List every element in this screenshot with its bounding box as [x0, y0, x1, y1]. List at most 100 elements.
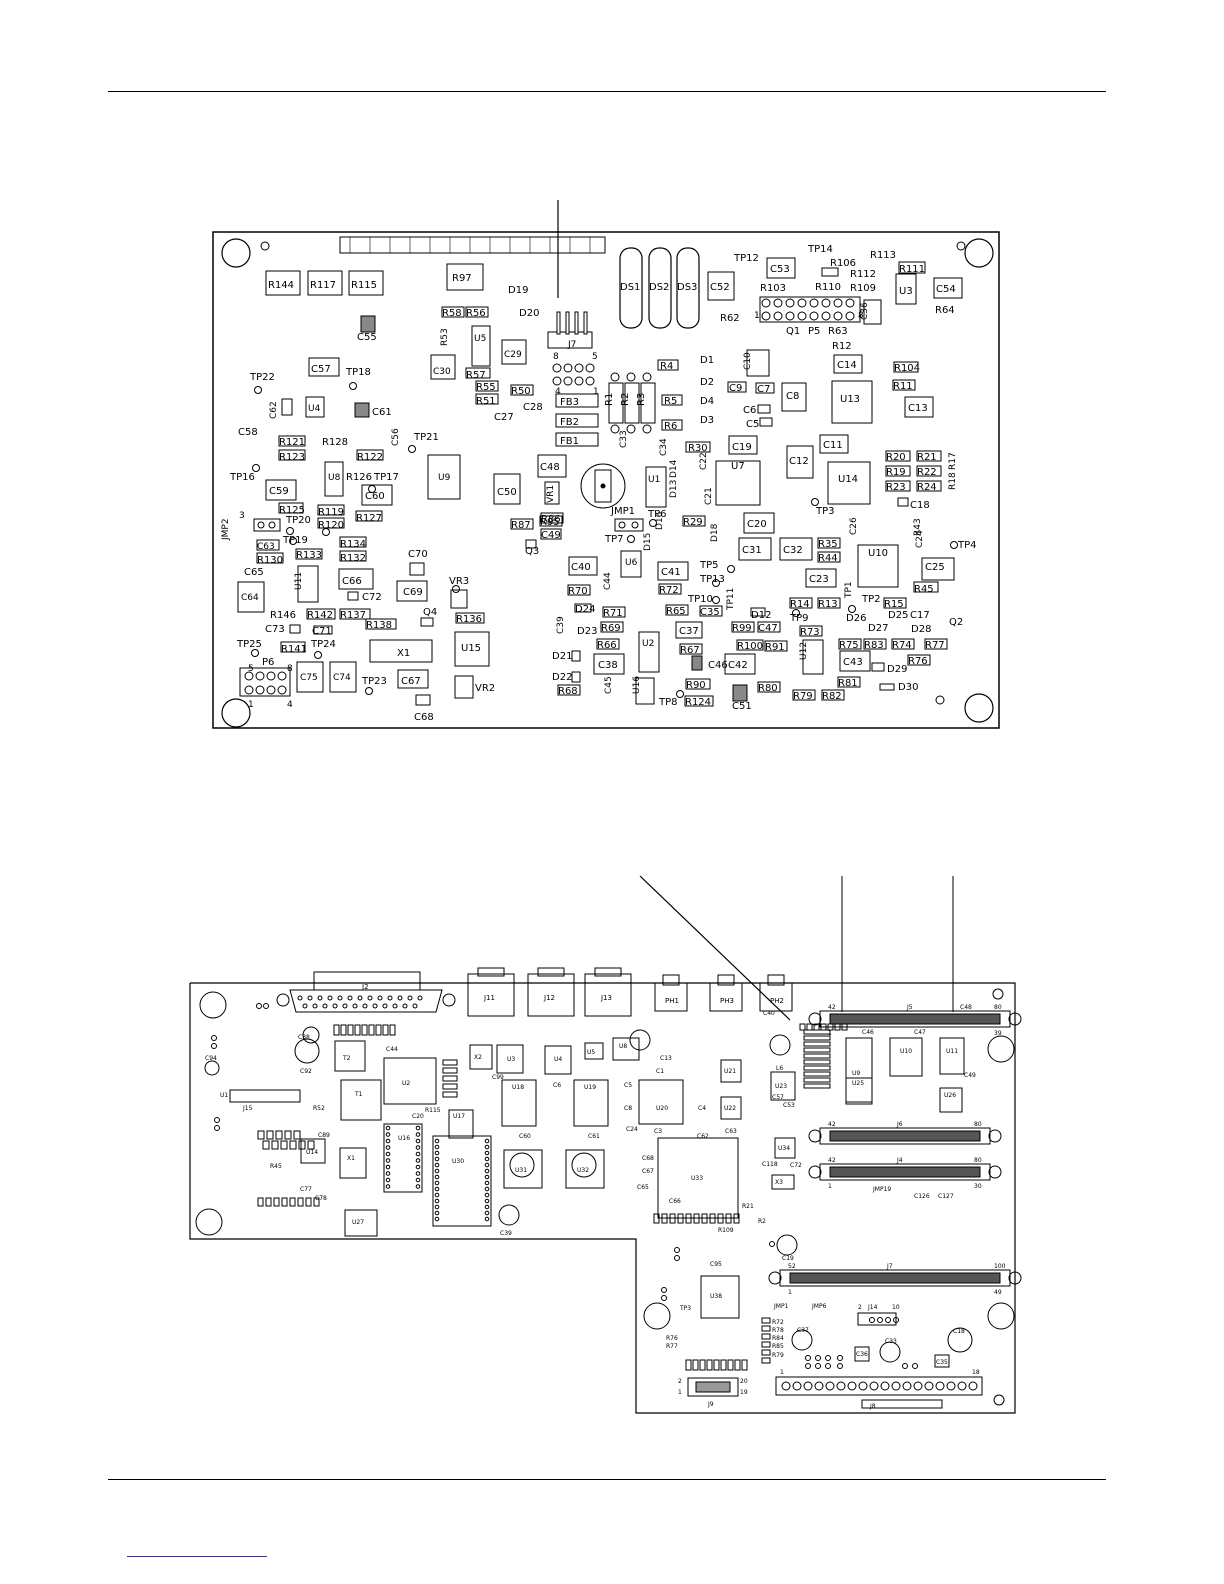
label-d26: D26	[846, 613, 866, 624]
pad	[642, 372, 652, 382]
resistor-small	[803, 1041, 831, 1047]
battery	[629, 1029, 651, 1051]
via	[993, 1394, 1005, 1406]
label-c19: C19	[732, 442, 752, 453]
label-d15: D15	[643, 533, 653, 551]
label-j5p39: 39	[994, 1030, 1002, 1037]
part-r111	[898, 261, 926, 274]
label-c10: C10	[743, 352, 753, 370]
part-r141	[280, 641, 306, 653]
part-r144	[265, 270, 301, 296]
jack-j13	[584, 973, 632, 1017]
resistor-small	[803, 1083, 831, 1089]
ic-u33	[657, 1137, 739, 1219]
resistor-small	[653, 1213, 660, 1224]
label-r115: R115	[351, 280, 377, 291]
resistor-small	[347, 1024, 354, 1036]
label-u11: U11	[946, 1048, 958, 1055]
label-u6: U6	[625, 558, 638, 568]
part-c70-body	[409, 562, 425, 576]
pin	[244, 671, 254, 681]
label-ds2: DS2	[649, 282, 669, 293]
part-r125	[278, 502, 304, 514]
ic-pin	[484, 1204, 490, 1210]
part-r5	[661, 394, 683, 406]
part-c12	[786, 445, 814, 479]
pin	[785, 311, 795, 321]
label-c11: C11	[823, 440, 843, 451]
label-r126: R126	[346, 472, 372, 483]
label-j12: J12	[543, 994, 555, 1002]
ic-pin	[385, 1138, 391, 1144]
via	[661, 1287, 667, 1293]
resistor-small	[727, 1359, 734, 1371]
resistor-small	[442, 1075, 458, 1082]
ecap-c33	[879, 1341, 901, 1363]
ic-u10	[889, 1037, 923, 1077]
jack-j11	[467, 973, 515, 1017]
label-u10: U10	[900, 1048, 912, 1055]
part-c25	[921, 557, 955, 581]
label-j8p1: 1	[780, 1369, 784, 1376]
pin	[244, 685, 254, 695]
resistor-small	[713, 1359, 720, 1371]
label-c38: C38	[298, 1034, 310, 1041]
ic-pin	[415, 1151, 421, 1157]
label-j6p42: 42	[828, 1121, 836, 1128]
label-d12: D12	[751, 610, 771, 621]
part-c72	[347, 591, 359, 601]
resistor-small	[307, 1140, 315, 1150]
via	[837, 1363, 843, 1369]
label-c72: C72	[362, 592, 382, 603]
part-r22	[916, 465, 942, 477]
ic-pin	[434, 1204, 440, 1210]
label-r62: R62	[720, 313, 740, 324]
footer-link-underline[interactable]	[127, 1556, 267, 1557]
ic-u27	[344, 1209, 378, 1237]
label-d23: D23	[577, 626, 597, 637]
ic-u8	[612, 1037, 640, 1061]
label-c9: C9	[729, 383, 742, 394]
label-c31: C31	[742, 545, 762, 556]
label-j11: J11	[483, 994, 495, 1002]
label-r78: R78	[772, 1327, 784, 1334]
part-r11	[892, 379, 916, 391]
part-r35	[817, 537, 841, 549]
part-u9	[427, 454, 461, 500]
part-r51	[475, 393, 499, 405]
j7-connector	[547, 331, 593, 349]
part-r99	[731, 621, 755, 633]
label-j9: J9	[707, 1401, 714, 1408]
label-d14: D14	[669, 459, 679, 478]
label-c26: C26	[849, 517, 859, 535]
connector-j6-pins	[829, 1130, 981, 1142]
part-c63	[256, 539, 280, 551]
pin	[773, 298, 783, 308]
label-r113: R113	[870, 250, 896, 261]
label-c17: C17	[910, 610, 930, 621]
label-c5: C5	[746, 419, 759, 430]
label-c63: C63	[725, 1128, 737, 1135]
part-c30	[430, 354, 456, 380]
part-r137	[339, 608, 371, 620]
pin	[631, 521, 639, 529]
led-ds1	[619, 247, 643, 329]
part-r69	[600, 621, 624, 633]
part-r122	[356, 449, 384, 461]
part-r2	[624, 382, 640, 424]
via	[912, 1363, 918, 1369]
label-p5pin1: 1	[754, 311, 760, 321]
ic-pin	[415, 1171, 421, 1176]
pin	[392, 1003, 398, 1009]
ic-pin	[434, 1192, 440, 1198]
resistor-small	[717, 1213, 724, 1224]
via	[256, 1003, 262, 1009]
label-p6pin1: 1	[248, 700, 254, 710]
label-pin5: 5	[592, 352, 598, 362]
part-r1	[608, 382, 624, 424]
vr1-knob	[594, 469, 612, 503]
phone-jack-ph1	[654, 982, 688, 1012]
pin	[397, 995, 403, 1001]
